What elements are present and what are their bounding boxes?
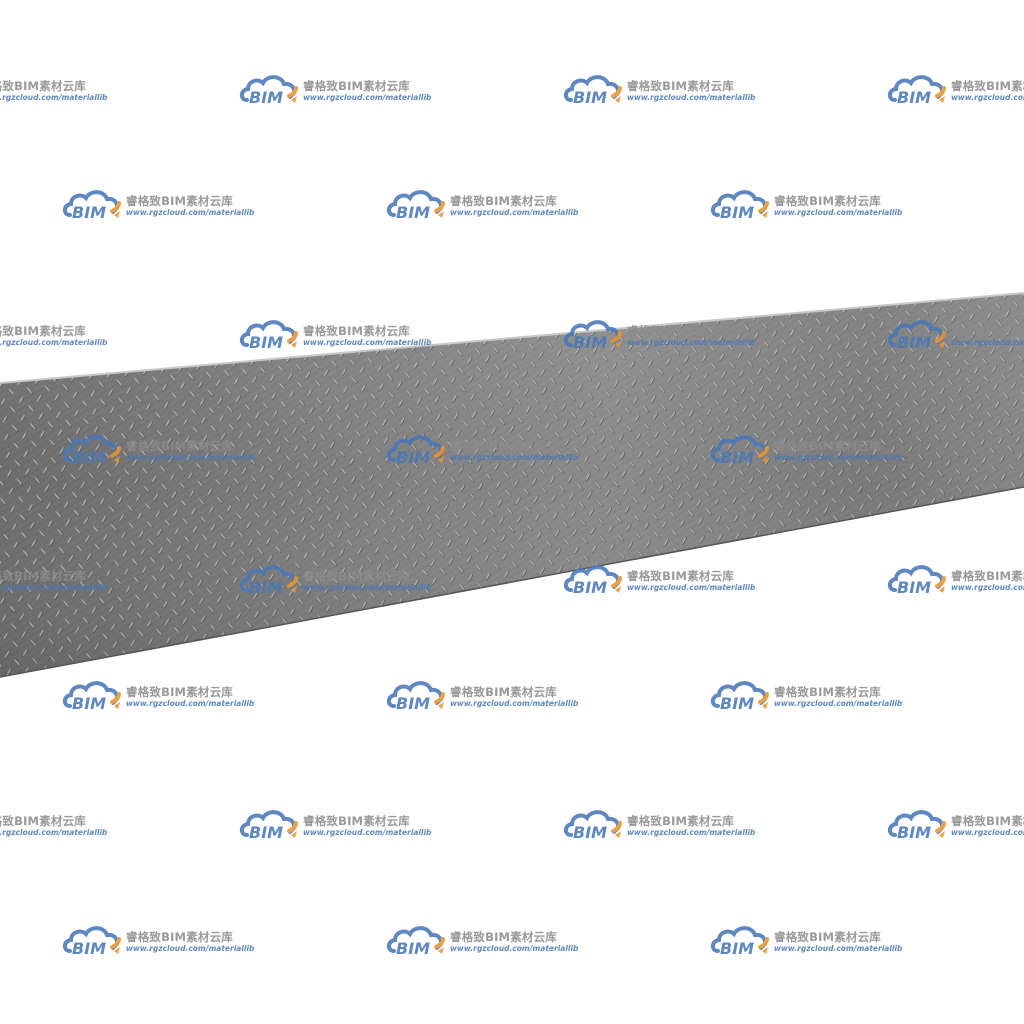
plate-bottom-edge: [0, 486, 1024, 678]
plate-top-edge: [0, 292, 1024, 384]
plate-sheen: [0, 293, 1024, 677]
